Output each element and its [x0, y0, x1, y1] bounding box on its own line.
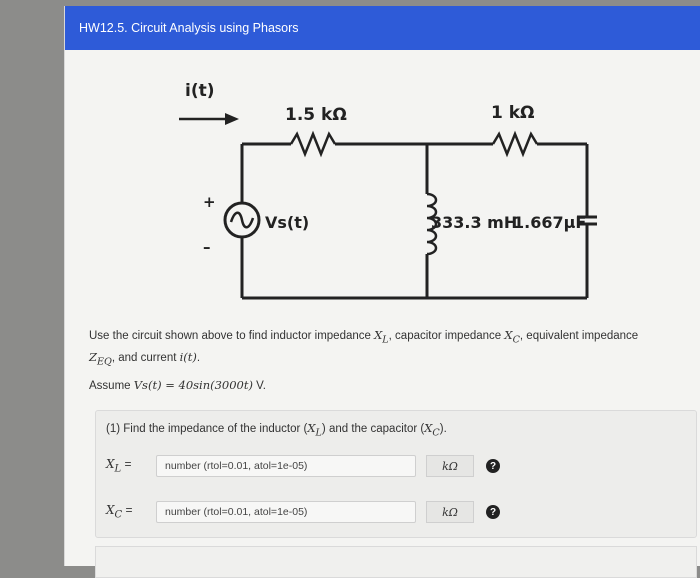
part-1-title-c: ).	[439, 423, 447, 435]
xc-subscript: C	[512, 334, 520, 346]
part-1-title: (1) Find the impedance of the inductor (…	[106, 421, 447, 438]
sine-wave-icon	[229, 211, 255, 229]
current-symbol: i(t)	[179, 349, 197, 364]
xl-unit-label: kΩ	[426, 455, 474, 477]
xl-answer-row: XL = number (rtol=0.01, atol=1e-05) kΩ ?	[106, 455, 500, 477]
xl-input[interactable]: number (rtol=0.01, atol=1e-05)	[156, 455, 416, 477]
source-label: Vs(t)	[265, 213, 309, 232]
xl-subscript: L	[382, 334, 389, 346]
xc-symbol: X	[504, 328, 513, 342]
xl-symbol: X	[374, 328, 383, 342]
current-arrow-head	[225, 113, 239, 125]
part-1-title-xc-sub: C	[432, 427, 440, 439]
minus-sign: –	[203, 238, 211, 256]
part-1-title-b: ) and the capacitor (	[321, 423, 425, 435]
part-1-title-xl-sub: L	[315, 427, 322, 439]
resistor-2	[491, 130, 539, 158]
question-title: HW12.5. Circuit Analysis using Phasors	[79, 21, 299, 35]
problem-text-2: , capacitor impedance	[388, 330, 505, 342]
problem-text-3: , equivalent impedance	[519, 330, 639, 342]
plus-sign: +	[203, 193, 216, 211]
inductor-coil-icon	[426, 192, 438, 256]
problem-statement: Use the circuit shown above to find indu…	[89, 326, 659, 369]
zeq-symbol: Z	[89, 349, 97, 364]
part-1-title-a: (1) Find the impedance of the inductor (	[106, 423, 308, 435]
xc-input[interactable]: number (rtol=0.01, atol=1e-05)	[156, 501, 416, 523]
resistor-2-label: 1 kΩ	[491, 103, 535, 123]
resistor-1	[289, 130, 337, 158]
xl-help-icon[interactable]: ?	[486, 459, 500, 473]
inductor-label: 333.3 mH	[431, 213, 517, 232]
part-1-title-xl: X	[307, 421, 316, 435]
assume-statement: Assume Vs(t) = 40sin(3000t) V.	[89, 378, 266, 392]
xc-help-icon[interactable]: ?	[486, 505, 500, 519]
part-1-title-xc: X	[424, 421, 433, 435]
xc-answer-row: XC = number (rtol=0.01, atol=1e-05) kΩ ?	[106, 501, 500, 523]
next-part-box	[95, 546, 697, 578]
assume-expression: Vs(t) = 40sin(3000t)	[133, 378, 253, 392]
problem-text-1: Use the circuit shown above to find indu…	[89, 330, 375, 342]
problem-text-5: .	[196, 351, 201, 364]
xc-answer-label: XC =	[106, 503, 133, 521]
current-label: i(t)	[185, 81, 215, 101]
xc-unit-label: kΩ	[426, 501, 474, 523]
assume-prefix: Assume	[89, 380, 134, 392]
circuit-diagram: i(t) 1.5 kΩ 1 kΩ + – Vs(t) 333.3 mH 1.66…	[179, 81, 597, 300]
question-card: HW12.5. Circuit Analysis using Phasors i…	[64, 6, 700, 578]
assume-suffix: V.	[252, 380, 266, 392]
part-1-box: (1) Find the impedance of the inductor (…	[95, 410, 697, 538]
xl-answer-label: XL =	[106, 457, 132, 475]
resistor-1-label: 1.5 kΩ	[285, 105, 347, 125]
capacitor-label: 1.667μF	[513, 213, 586, 232]
question-header: HW12.5. Circuit Analysis using Phasors	[65, 6, 700, 50]
problem-text-4: , and current	[111, 351, 180, 364]
zeq-subscript: EQ	[97, 355, 112, 367]
